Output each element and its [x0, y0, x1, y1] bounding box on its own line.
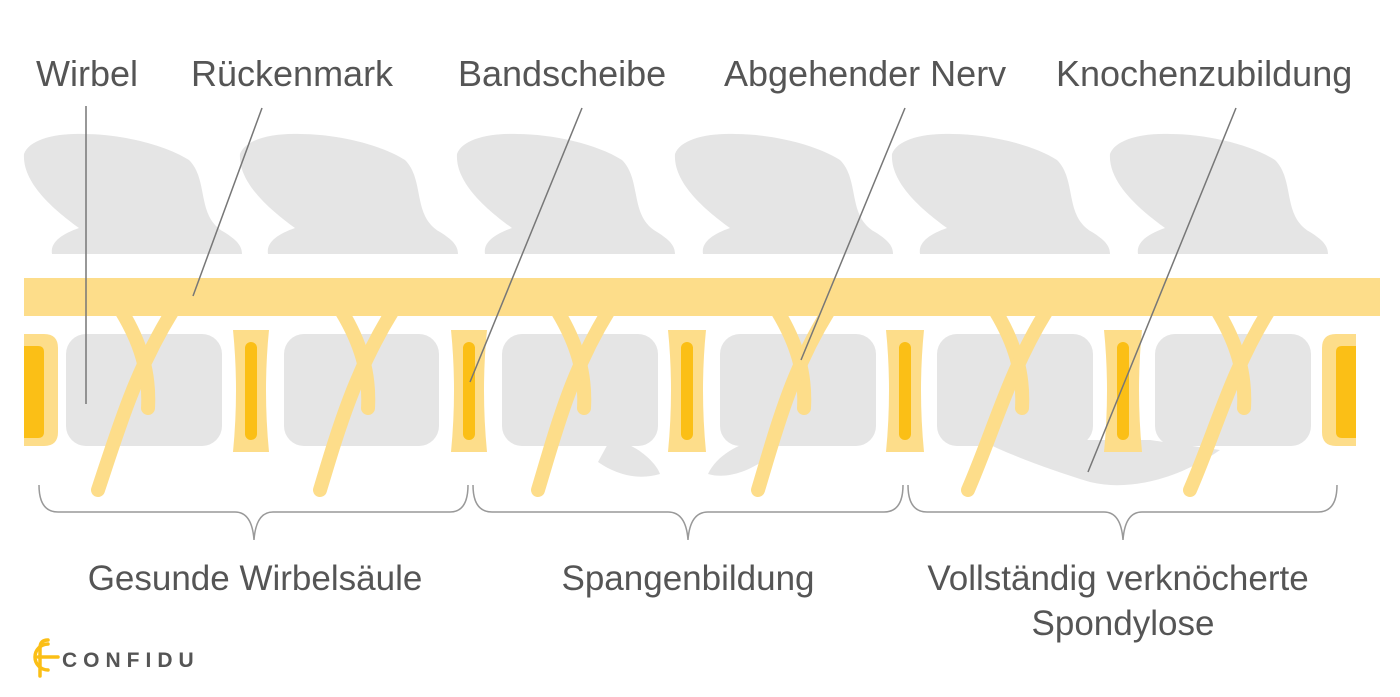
disc [886, 330, 924, 452]
nerve-root [1183, 305, 1275, 497]
nerve-root [961, 305, 1053, 497]
label-nerve: Abgehender Nerv [724, 53, 1006, 94]
spinous-process [23, 133, 242, 254]
leader-line-disc [469, 107, 583, 383]
osteophyte [598, 440, 660, 477]
brace-ossified [907, 484, 1338, 541]
leader-line-spinal-cord [192, 107, 263, 297]
disc [451, 330, 487, 452]
nerve-root [313, 305, 399, 497]
disc [1322, 334, 1356, 446]
osteophytes [598, 440, 1220, 486]
section-braces [38, 484, 1338, 541]
spinous-process [239, 133, 458, 254]
spinous-process [674, 133, 893, 254]
brand-name: CONFIDU [62, 649, 200, 672]
caption-bridging: Spangenbildung [561, 559, 814, 598]
caption-healthy: Gesunde Wirbelsäule [88, 559, 423, 598]
confidu-logo-icon [33, 638, 60, 678]
disc [1104, 330, 1142, 452]
bone-bridge [980, 440, 1220, 486]
label-disc: Bandscheibe [458, 53, 666, 94]
nerve-roots [91, 305, 1275, 497]
disc [668, 330, 706, 452]
confidu-logo: CONFIDU [33, 638, 200, 678]
caption-ossified-line-1: Vollständig verknöcherte [927, 559, 1308, 598]
leader-lines [85, 106, 1237, 473]
brace-healthy [38, 484, 469, 541]
leader-line-bone-growth [1087, 107, 1237, 473]
spinal-cord-band [24, 278, 1380, 316]
spinous-process [891, 133, 1110, 254]
osteophyte [708, 440, 770, 476]
caption-ossified-line-2: Spondylose [1032, 604, 1215, 643]
spinous-processes [23, 133, 1328, 254]
intervertebral-discs [24, 330, 1356, 452]
label-spinal-cord: Rückenmark [191, 53, 394, 94]
nerve-root [91, 305, 179, 497]
nerve-root [751, 305, 835, 497]
label-bone-growth: Knochenzubildung [1056, 53, 1352, 94]
label-vertebra: Wirbel [36, 53, 138, 94]
brace-bridging [472, 484, 904, 541]
spinous-process [1109, 133, 1328, 254]
spinous-process [456, 133, 675, 254]
disc [233, 330, 269, 452]
nerve-root [531, 305, 615, 497]
disc [24, 334, 58, 446]
leader-line-nerve [800, 107, 906, 361]
